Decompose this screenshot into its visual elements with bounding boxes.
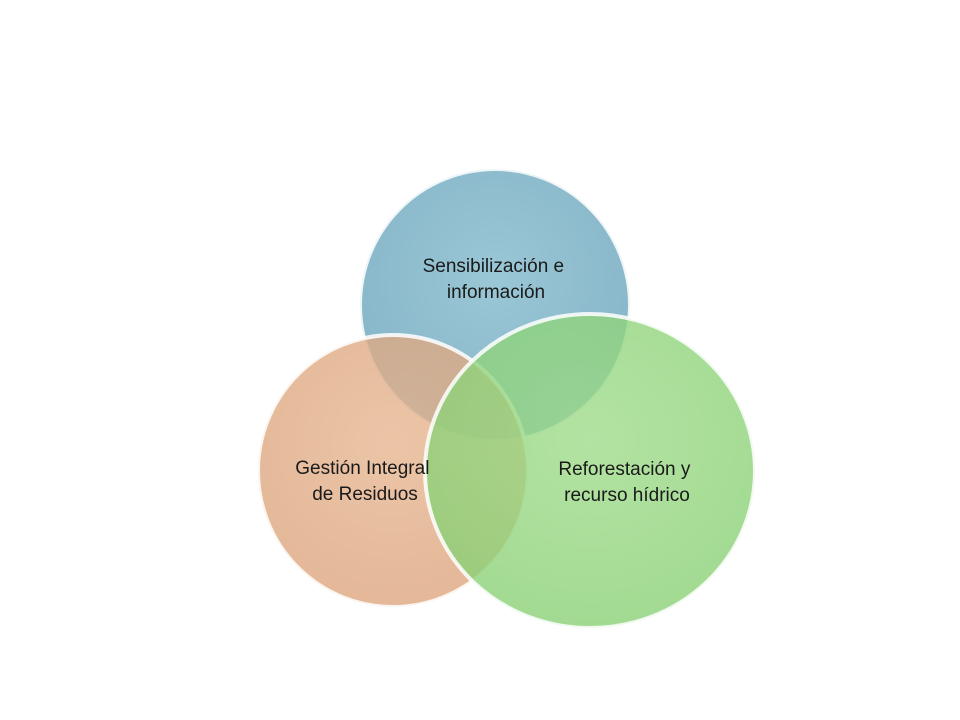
- label-reforestacion-line-1: Reforestación y: [558, 459, 691, 480]
- label-gestion: Gestión Integral de Residuos: [295, 458, 434, 505]
- circle-reforestacion-shape: [423, 312, 757, 630]
- label-gestion-line-1: Gestión Integral: [295, 458, 429, 479]
- label-sensibilizacion-line-2: información: [447, 282, 545, 303]
- label-gestion-line-2: de Residuos: [312, 484, 418, 505]
- circle-reforestacion: [423, 312, 757, 630]
- label-reforestacion-line-2: recurso hídrico: [564, 485, 690, 506]
- label-sensibilizacion-line-1: Sensibilización e: [423, 256, 565, 277]
- label-reforestacion: Reforestación y recurso hídrico: [558, 459, 695, 506]
- label-sensibilizacion: Sensibilización e información: [423, 256, 570, 303]
